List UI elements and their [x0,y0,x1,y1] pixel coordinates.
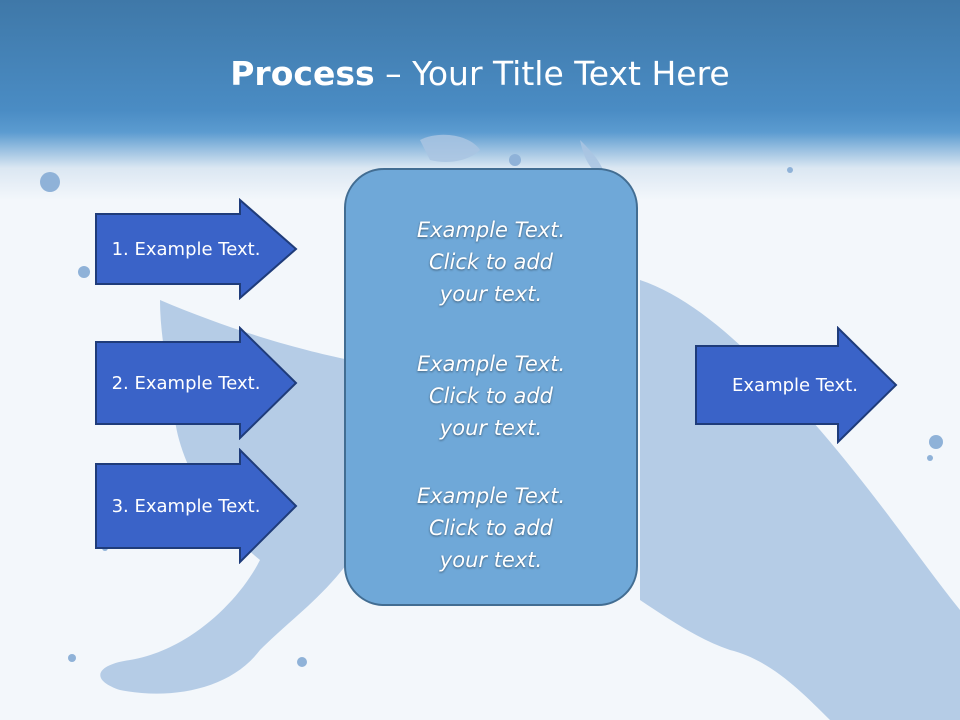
process-arrow-3[interactable]: 3. Example Text. [94,448,300,564]
text-block-3: Example Text. Click to add your text. [346,480,636,576]
title-bold-word: Process [230,54,375,93]
arrow-label: 1. Example Text. [111,238,261,260]
arrow-label: 3. Example Text. [111,495,261,517]
title-text: – Your Title Text Here [374,54,730,93]
text-line: your text. [439,548,543,572]
process-arrow-1[interactable]: 1. Example Text. [94,198,300,300]
arrow-label: 2. Example Text. [111,372,261,394]
output-arrow[interactable]: Example Text. [694,326,900,444]
text-line: Example Text. [416,484,566,508]
text-line: your text. [439,416,543,440]
arrow-shape [95,326,298,440]
slide-title: Process – Your Title Text Here [0,52,960,96]
text-block-2: Example Text. Click to add your text. [346,348,636,444]
arrow-label: Example Text. [732,374,858,396]
process-arrow-2[interactable]: 2. Example Text. [94,326,300,440]
text-line: Click to add [428,516,553,540]
text-block-1: Example Text. Click to add your text. [346,214,636,310]
arrow-shape [95,448,298,564]
text-line: Click to add [428,250,553,274]
text-line: Example Text. [416,218,566,242]
arrow-shape [695,326,898,444]
text-line: Click to add [428,384,553,408]
text-line: Example Text. [416,352,566,376]
center-text-box[interactable]: Example Text. Click to add your text. Ex… [344,168,638,606]
title-banner [0,0,960,200]
arrow-shape [95,198,298,300]
text-line: your text. [439,282,543,306]
